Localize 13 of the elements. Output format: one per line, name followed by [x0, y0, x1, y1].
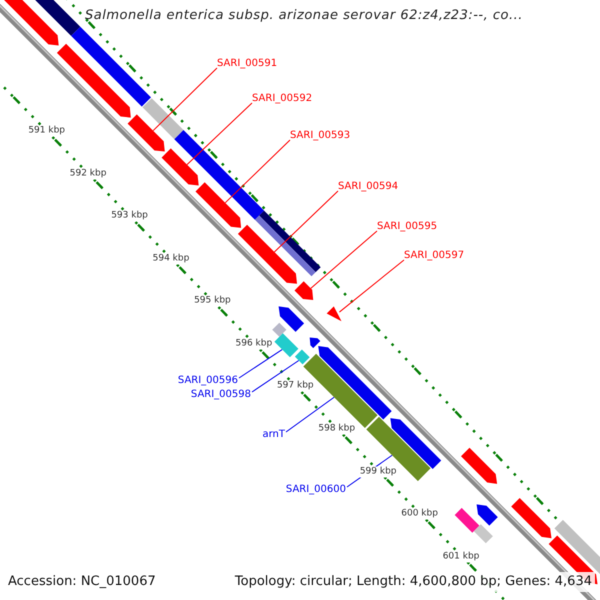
scale-label: 591 kbp — [27, 126, 66, 137]
scale-label: 599 kbp — [358, 466, 398, 478]
title: Salmonella enterica subsp. arizonae serovar 62:z4,z23:--, co... — [85, 8, 523, 23]
scale-label: 596 kbp — [234, 338, 274, 350]
scale-label: 600 kbp — [400, 508, 439, 520]
scale-label: 595 kbp — [193, 296, 232, 307]
scale-label: 598 kbp — [317, 424, 356, 434]
scale-label: 597 kbp — [276, 380, 315, 392]
scale-label: 601 kbp — [442, 551, 480, 562]
scale-label: 593 kbp — [110, 210, 149, 222]
scale-label: 592 kbp — [68, 168, 108, 180]
scale-label: 594 kbp — [152, 253, 190, 264]
topology-text: Topology: circular; Length: 4,600,800 bp; Genes: 4,634 — [232, 572, 595, 592]
